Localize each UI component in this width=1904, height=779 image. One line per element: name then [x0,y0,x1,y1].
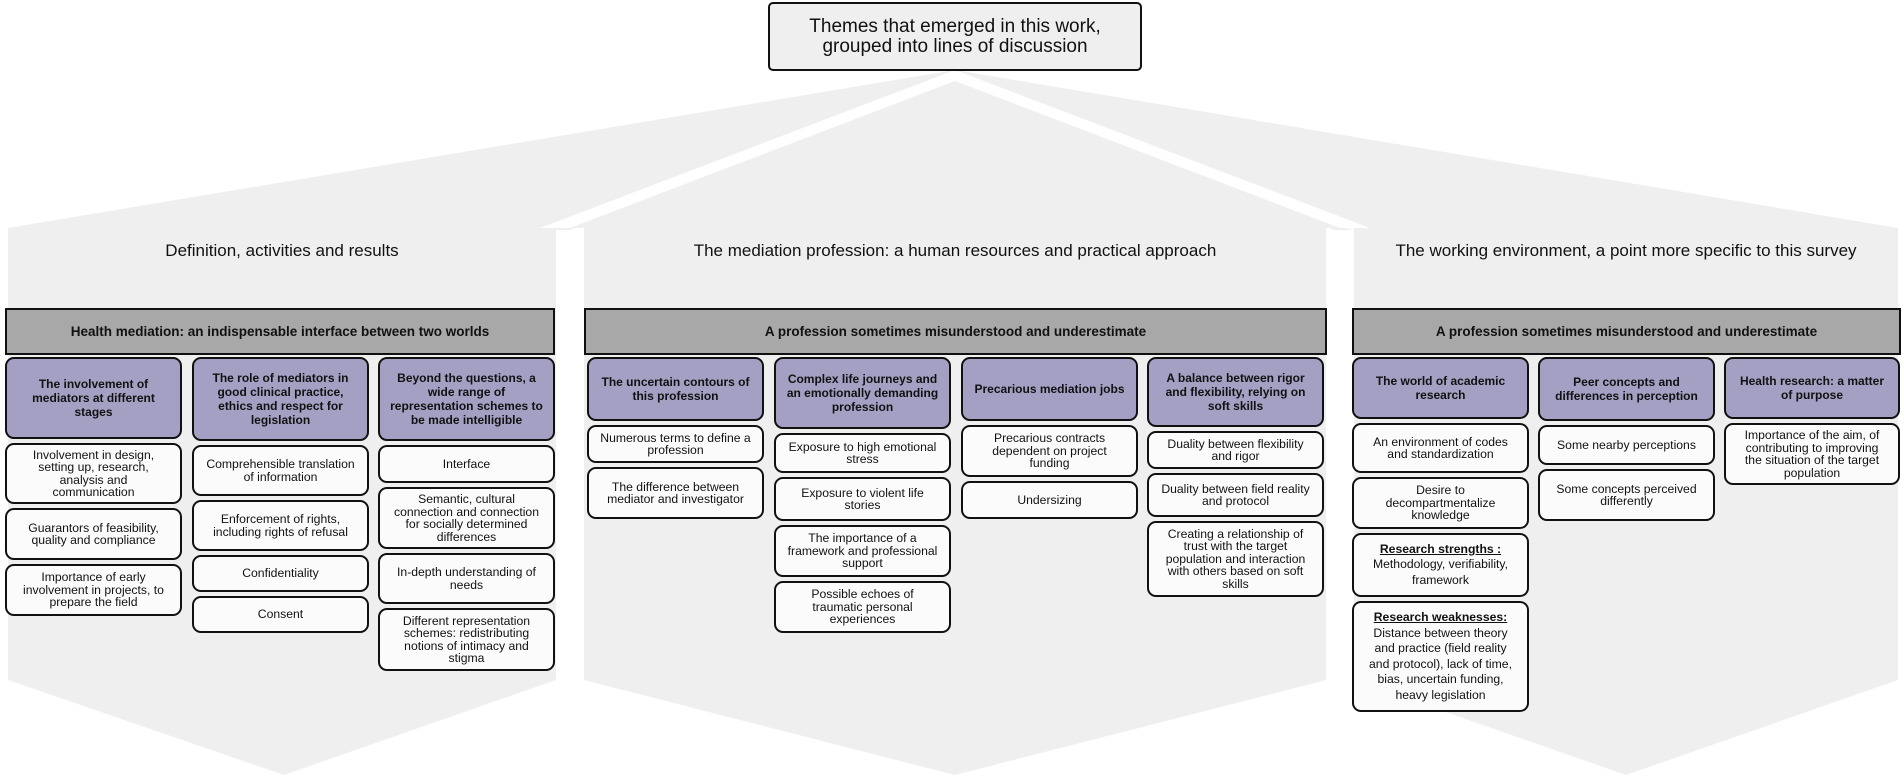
theme-item: Comprehensible translation of informatio… [192,445,369,496]
theme-item: Creating a relationship of trust with th… [1147,521,1324,597]
theme-heading: The role of mediators in good clinical p… [192,357,369,441]
theme-heading: Precarious mediation jobs [961,357,1138,421]
theme-item: Possible echoes of traumatic personal ex… [774,581,951,633]
theme-item: Different representation schemes: redist… [378,608,555,671]
theme-column: Health research: a matter of purpose Imp… [1724,357,1900,485]
theme-item: Some nearby perceptions [1538,425,1715,465]
theme-item: Importance of the aim, of contributing t… [1724,423,1900,485]
theme-heading: A balance between rigor and flexibility,… [1147,357,1324,427]
theme-heading: Complex life journeys and an emotionally… [774,357,951,429]
theme-heading: Peer concepts and differences in percept… [1538,357,1715,421]
theme-item: Duality between field reality and protoc… [1147,473,1324,517]
band-profession: A profession sometimes misunderstood and… [584,308,1327,355]
theme-column: The involvement of mediators at differen… [5,357,182,616]
theme-item: Exposure to high emotional stress [774,433,951,473]
theme-heading: The involvement of mediators at differen… [5,357,182,439]
line-label-definition: Definition, activities and results [165,241,399,260]
theme-column: Peer concepts and differences in percept… [1538,357,1715,521]
theme-heading: Beyond the questions, a wide range of re… [378,357,555,441]
theme-item: The difference between mediator and inve… [587,467,764,519]
theme-column: The uncertain contours of this professio… [587,357,764,519]
theme-item: Involvement in design, setting up, resea… [5,443,182,504]
theme-item: Numerous terms to define a profession [587,425,764,463]
theme-item: Some concepts perceived differently [1538,469,1715,521]
theme-column: Precarious mediation jobs Precarious con… [961,357,1138,519]
theme-column: The world of academic research An enviro… [1352,357,1529,712]
theme-item: Research weaknesses: Distance between th… [1352,601,1529,712]
theme-item: The importance of a framework and profes… [774,525,951,577]
theme-column: Beyond the questions, a wide range of re… [378,357,555,671]
theme-item: Research strengths : Methodology, verifi… [1352,533,1529,597]
theme-column: Complex life journeys and an emotionally… [774,357,951,633]
divider-left [540,70,968,228]
item-text: Distance between theory and practice (fi… [1369,625,1512,702]
band-definition: Health mediation: an indispensable inter… [5,308,555,355]
theme-heading: Health research: a matter of purpose [1724,357,1900,419]
theme-item: Enforcement of rights, including rights … [192,500,369,551]
divider-right [942,70,1370,228]
theme-item: In-depth understanding of needs [378,553,555,604]
line-label-profession: The mediation profession: a human resour… [693,241,1217,260]
theme-item: Duality between flexibility and rigor [1147,431,1324,469]
theme-item: Consent [192,596,369,633]
theme-heading: The uncertain contours of this professio… [587,357,764,421]
item-text: Methodology, verifiability, framework [1372,557,1509,587]
diagram-title: Themes that emerged in this work, groupe… [768,2,1142,71]
panel-middle [584,228,1326,775]
theme-item: Guarantors of feasibility, quality and c… [5,508,182,560]
item-label: Research weaknesses: [1373,610,1508,624]
item-label: Research strengths : [1379,541,1502,556]
theme-item: Confidentiality [192,555,369,592]
connector-funnel [8,70,1898,228]
theme-item: Precarious contracts dependent on projec… [961,425,1138,477]
line-label-environment: The working environment, a point more sp… [1395,241,1857,260]
theme-item: Desire to decompartmentalize knowledge [1352,477,1529,529]
theme-item: Semantic, cultural connection and connec… [378,487,555,549]
theme-item: An environment of codes and standardizat… [1352,423,1529,473]
band-environment: A profession sometimes misunderstood and… [1352,308,1901,355]
theme-heading: The world of academic research [1352,357,1529,419]
theme-item: Exposure to violent life stories [774,477,951,521]
theme-item: Importance of early involvement in proje… [5,564,182,616]
theme-item: Undersizing [961,481,1138,519]
theme-column: A balance between rigor and flexibility,… [1147,357,1324,597]
theme-column: The role of mediators in good clinical p… [192,357,369,633]
theme-item: Interface [378,445,555,483]
